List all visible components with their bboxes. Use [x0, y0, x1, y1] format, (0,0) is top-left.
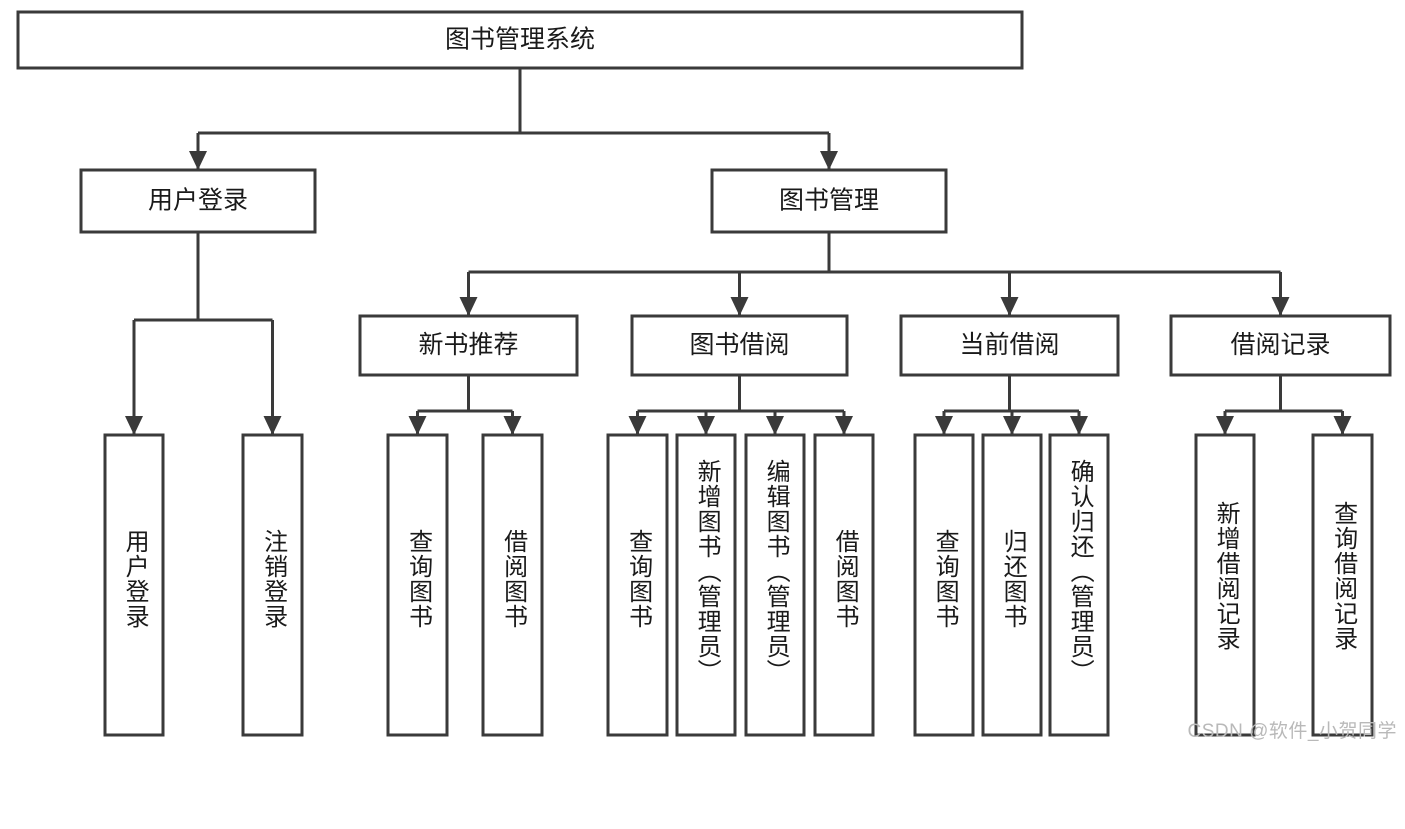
node-box-leaf-confirm-return-admin[interactable] [1048, 433, 1110, 737]
node-box-new-book-rec[interactable] [358, 314, 579, 377]
node-boxes-layer [16, 10, 1392, 737]
node-box-leaf-add-book-admin[interactable] [675, 433, 737, 737]
node-box-leaf-borrow-book[interactable] [813, 433, 875, 737]
arrow-head-icon-leaf-query-book-current [935, 416, 953, 435]
node-label-borrow-record: 借阅记录 [1230, 331, 1330, 359]
node-label-current-borrow: 当前借阅 [959, 331, 1059, 359]
node-label-book-manage: 图书管理 [779, 187, 879, 215]
arrow-head-icon-leaf-return-book [1003, 416, 1021, 435]
node-box-borrow-record[interactable] [1169, 314, 1392, 377]
arrow-head-icon-new-book-rec [459, 297, 478, 316]
node-box-leaf-query-borrow-record[interactable] [1311, 433, 1374, 737]
arrow-head-icon-book-manage [820, 151, 838, 170]
arrow-head-icon-borrow-record [1271, 297, 1290, 316]
node-box-leaf-user-login[interactable] [103, 433, 165, 737]
arrow-head-icon-book-borrow [730, 297, 749, 316]
arrow-head-icon-user-login [189, 151, 207, 170]
arrow-head-icon-current-borrow [1000, 297, 1019, 316]
arrow-head-icon-leaf-query-book-borrow [628, 416, 647, 435]
node-box-root[interactable] [16, 10, 1024, 70]
node-label-user-login: 用户登录 [148, 187, 248, 215]
arrow-head-icon-leaf-edit-book-admin [766, 416, 784, 435]
arrow-head-icon-leaf-add-book-admin [697, 416, 715, 435]
arrow-head-icon-leaf-query-book-rec [408, 416, 427, 435]
node-box-user-login[interactable] [79, 168, 317, 234]
csdn-watermark: CSDN @软件_小贺同学 [1187, 721, 1397, 742]
node-box-leaf-user-logout[interactable] [241, 433, 304, 737]
node-box-book-borrow[interactable] [630, 314, 849, 377]
connectors-layer [125, 68, 1352, 435]
node-box-leaf-return-book[interactable] [981, 433, 1043, 737]
node-box-book-manage[interactable] [710, 168, 948, 234]
flowchart-canvas: 图书管理系统用户登录图书管理新书推荐图书借阅当前借阅借阅记录 用户登录注销登录查… [16, 10, 1397, 742]
node-label-new-book-rec: 新书推荐 [418, 331, 518, 359]
node-label-root: 图书管理系统 [445, 26, 595, 54]
node-box-leaf-edit-book-admin[interactable] [744, 433, 806, 737]
arrow-head-icon-leaf-add-borrow-record [1216, 416, 1234, 435]
arrow-head-icon-leaf-user-logout [263, 416, 282, 435]
arrow-head-icon-leaf-query-borrow-record [1333, 416, 1352, 435]
arrow-head-icon-leaf-borrow-book [835, 416, 853, 435]
node-box-current-borrow[interactable] [899, 314, 1120, 377]
node-box-leaf-query-book-rec[interactable] [386, 433, 449, 737]
arrow-head-icon-leaf-user-login [125, 416, 143, 435]
node-box-leaf-add-borrow-record[interactable] [1194, 433, 1256, 737]
node-box-leaf-query-book-borrow[interactable] [606, 433, 669, 737]
node-box-leaf-query-book-current[interactable] [913, 433, 975, 737]
node-label-book-borrow: 图书借阅 [689, 331, 789, 359]
arrow-head-icon-leaf-confirm-return-admin [1070, 416, 1088, 435]
arrow-head-icon-leaf-borrow-book-rec [503, 416, 522, 435]
node-box-leaf-borrow-book-rec[interactable] [481, 433, 544, 737]
